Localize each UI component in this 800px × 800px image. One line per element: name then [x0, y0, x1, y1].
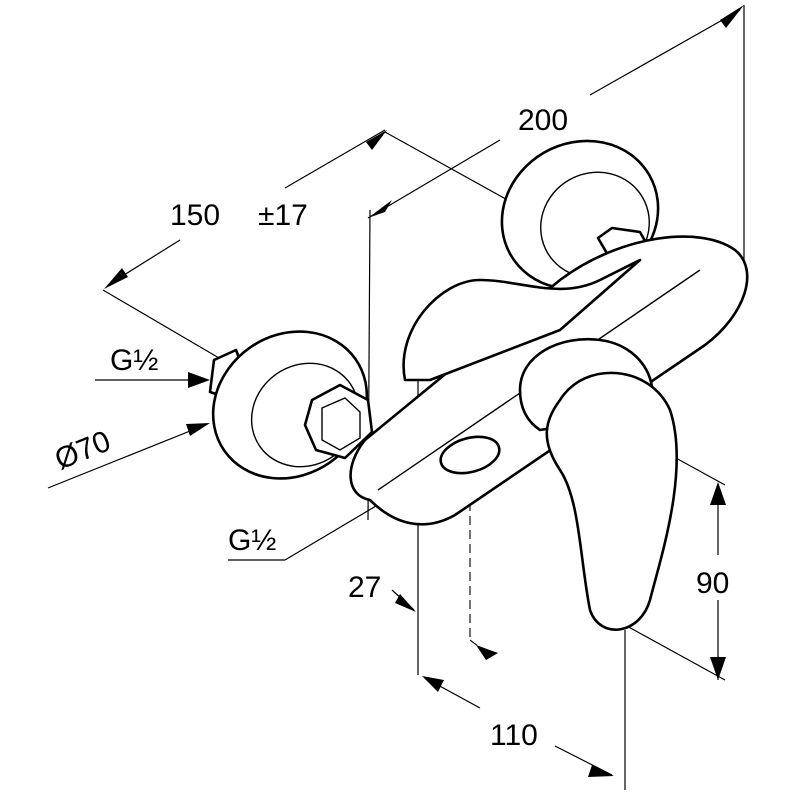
outlet-hole	[439, 435, 501, 475]
rosette-diameter-label: Ø70	[50, 425, 115, 477]
inlet-thread-label: G½	[110, 344, 158, 377]
height-label: 90	[696, 567, 729, 600]
connection-distance-label: 150	[170, 199, 220, 232]
dimension-arrows	[104, 5, 744, 777]
front-wall-rosette	[208, 330, 374, 480]
depth-label: 110	[490, 719, 538, 752]
outlet-thread-label: G½	[228, 524, 276, 557]
projection-label: 27	[348, 571, 381, 604]
tolerance-label: ±17	[258, 199, 308, 232]
lever-handle	[518, 337, 678, 631]
overall-width-label: 200	[518, 104, 568, 137]
